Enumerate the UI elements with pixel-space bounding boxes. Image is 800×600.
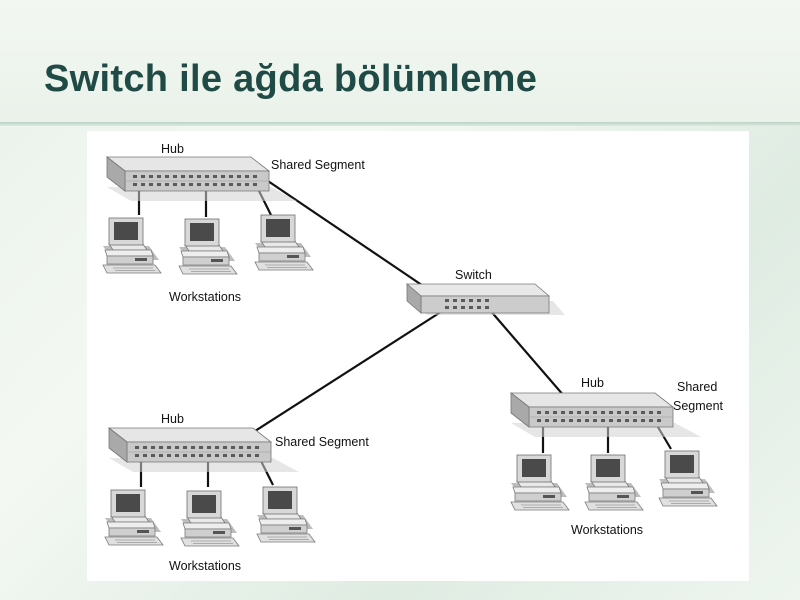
workstations-label: Workstations — [571, 523, 643, 537]
workstation-1 — [102, 217, 162, 274]
shared-segment-label-line-2: Segment — [673, 399, 724, 413]
network-diagram: Hub Shared Segment Workstations Switch H… — [102, 142, 724, 573]
workstation-3 — [256, 486, 316, 543]
hub-top-left: Hub Shared Segment Workstations — [102, 142, 365, 304]
title-divider — [0, 122, 800, 126]
workstations-label: Workstations — [169, 559, 241, 573]
workstation-3 — [658, 450, 718, 507]
cable-hub2-switch — [226, 307, 448, 450]
cable-hub1-switch — [264, 178, 442, 299]
workstation-2 — [178, 218, 238, 275]
slide-title: Switch ile ağda bölümleme — [44, 58, 538, 100]
workstation-3 — [254, 214, 314, 271]
workstation-2 — [584, 454, 644, 511]
hub-device — [108, 427, 300, 473]
hub-device — [106, 156, 298, 202]
switch: Switch — [405, 268, 565, 315]
title-band — [0, 0, 800, 122]
hub-label: Hub — [581, 376, 604, 390]
hub-right: Hub Shared Segment Workstations — [510, 376, 724, 537]
shared-segment-label-line-1: Shared — [677, 380, 717, 394]
workstation-2 — [180, 490, 240, 547]
hub-label: Hub — [161, 142, 184, 156]
hub-bottom-left: Hub Shared Segment Workstations — [104, 412, 369, 573]
workstation-1 — [104, 489, 164, 546]
workstations-label: Workstations — [169, 290, 241, 304]
workstation-1 — [510, 454, 570, 511]
switch-label: Switch — [455, 268, 492, 282]
shared-segment-label: Shared Segment — [275, 435, 369, 449]
hub-label: Hub — [161, 412, 184, 426]
diagram-canvas: Hub Shared Segment Workstations Switch H… — [87, 131, 749, 581]
shared-segment-label: Shared Segment — [271, 158, 365, 172]
